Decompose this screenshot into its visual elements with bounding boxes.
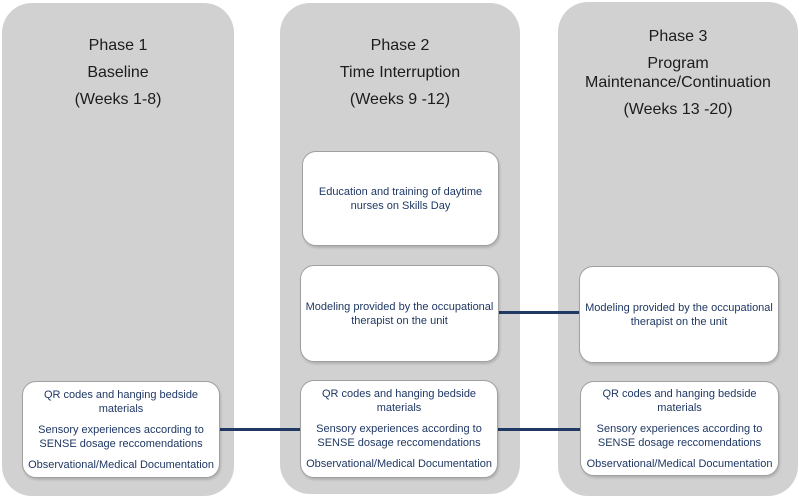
intervention-bundle-box-phase-2: QR codes and hanging bedside materials S… xyxy=(300,380,498,478)
box-text-line: QR codes and hanging bedside xyxy=(602,387,757,400)
connector-line-modeling-2-3 xyxy=(497,311,581,314)
box-text-line: therapist on the unit xyxy=(630,315,728,328)
modeling-box-phase-2-text: Modeling provided by the occupational th… xyxy=(306,300,494,328)
bundle-paragraph-qr-codes: QR codes and hanging bedside materials xyxy=(44,388,198,416)
bundle-paragraph-sensory: Sensory experiences according to SENSE d… xyxy=(316,422,482,450)
box-text-line: nurses on Skills Day xyxy=(350,199,451,212)
phase-2-header: Phase 2 Time Interruption (Weeks 9 -12) xyxy=(280,3,520,109)
box-text-line: materials xyxy=(376,402,422,414)
bundle-paragraph-documentation: Observational/Medical Documentation xyxy=(587,457,773,471)
phase-3-header: Phase 3 Program Maintenance/Continuation… xyxy=(558,2,798,119)
box-text-line: Sensory experiences according to xyxy=(316,423,482,435)
connector-line-bundle-2-3 xyxy=(496,428,582,431)
box-text-line: SENSE dosage reccomendations xyxy=(597,436,762,449)
box-text-line: Observational/Medical Documentation xyxy=(28,458,214,471)
phase-3-subtitle-line: Maintenance/Continuation xyxy=(585,74,771,91)
education-training-box-text: Education and training of daytime nurses… xyxy=(319,185,482,213)
modeling-box-phase-2: Modeling provided by the occupational th… xyxy=(300,265,499,362)
connector-line-bundle-1-2 xyxy=(218,428,302,431)
box-text-line: Sensory experiences according to xyxy=(38,423,204,436)
phase-2-weeks: (Weeks 9 -12) xyxy=(349,91,451,108)
phase-3-title: Phase 3 xyxy=(648,28,708,45)
box-text-line: Modeling provided by the occupational xyxy=(305,300,494,313)
intervention-bundle-box-phase-3: QR codes and hanging bedside materials S… xyxy=(580,381,779,476)
bundle-paragraph-qr-codes: QR codes and hanging bedside materials xyxy=(602,387,756,415)
box-text-line: Education and training of daytime xyxy=(318,185,483,198)
phase-1-title: Phase 1 xyxy=(88,37,148,54)
phase-2-title: Phase 2 xyxy=(370,37,430,54)
intervention-bundle-box-phase-1: QR codes and hanging bedside materials S… xyxy=(22,381,220,478)
box-text-line: therapist on the unit xyxy=(351,314,448,327)
box-text-line: QR codes and hanging bedside xyxy=(321,388,477,400)
bundle-paragraph-sensory: Sensory experiences according to SENSE d… xyxy=(38,423,204,451)
phase-1-header: Phase 1 Baseline (Weeks 1-8) xyxy=(2,3,234,109)
bundle-paragraph-documentation: Observational/Medical Documentation xyxy=(28,458,214,472)
education-training-box: Education and training of daytime nurses… xyxy=(302,151,499,246)
box-text-line: SENSE dosage reccomendations xyxy=(317,437,481,449)
modeling-box-phase-3-text: Modeling provided by the occupational th… xyxy=(585,301,773,329)
phase-3-weeks: (Weeks 13 -20) xyxy=(623,101,733,118)
box-text-line: QR codes and hanging bedside xyxy=(43,388,199,401)
phase-1-subtitle: Baseline xyxy=(2,63,234,82)
box-text-line: Observational/Medical Documentation xyxy=(586,457,773,470)
modeling-box-phase-3: Modeling provided by the occupational th… xyxy=(579,266,779,363)
box-text-line: Modeling provided by the occupational xyxy=(585,301,773,314)
phase-1-weeks: (Weeks 1-8) xyxy=(74,91,162,108)
phase-3-subtitle: Program Maintenance/Continuation xyxy=(558,54,798,92)
bundle-paragraph-qr-codes: QR codes and hanging bedside materials xyxy=(322,387,476,415)
box-text-line: materials xyxy=(657,401,702,414)
box-text-line: SENSE dosage reccomendations xyxy=(39,437,203,450)
box-text-line: Observational/Medical Documentation xyxy=(306,458,492,470)
bundle-paragraph-sensory: Sensory experiences according to SENSE d… xyxy=(597,422,763,450)
phase-2-subtitle-line: Time Interruption xyxy=(339,64,461,81)
phase-1-subtitle-line: Baseline xyxy=(87,64,149,81)
box-text-line: materials xyxy=(98,402,144,415)
box-text-line: Sensory experiences according to xyxy=(596,422,763,435)
bundle-paragraph-documentation: Observational/Medical Documentation xyxy=(306,457,492,471)
phase-2-subtitle: Time Interruption xyxy=(280,63,520,82)
phase-3-subtitle-line: Program xyxy=(647,55,709,72)
